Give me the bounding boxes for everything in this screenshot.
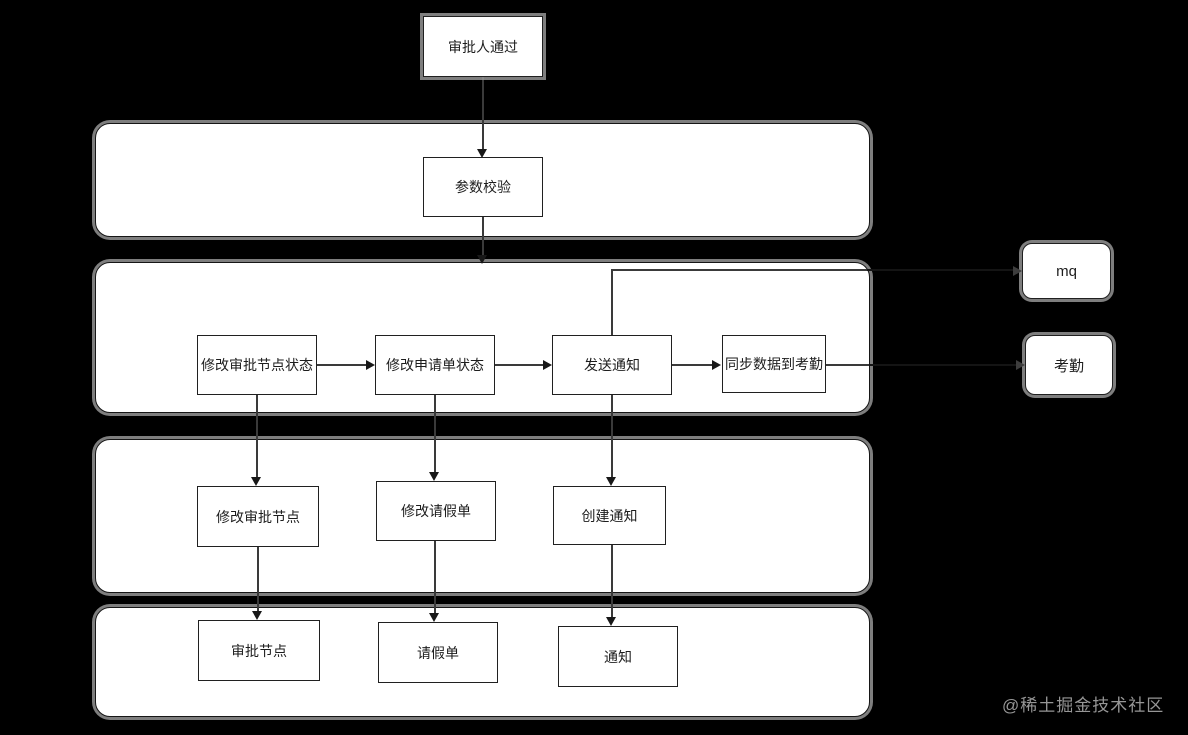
arrowhead-down-icon [606,617,616,626]
connector-sync-to-edge [826,364,869,366]
arrowhead-right-icon [543,360,552,370]
arrowhead-right-icon [1013,266,1022,276]
arrowhead-down-icon [252,611,262,620]
node-modify-leave-form: 修改请假单 [376,481,496,541]
node-create-notification: 创建通知 [553,486,666,545]
node-modify-approval-node: 修改审批节点 [197,486,319,547]
arrowhead-right-icon [712,360,721,370]
connector-start-to-paramcheck [482,77,484,150]
connector-status-to-requeststatus [317,364,368,366]
connector-modifyleave-to-leaveform [434,541,436,614]
node-mq: mq [1022,243,1111,299]
connector-send-to-sync [672,364,714,366]
connector-edge-to-attendance [869,364,1016,366]
connector-send-up [611,270,613,335]
node-send-notification: 发送通知 [552,335,672,395]
node-leave-form: 请假单 [378,622,498,683]
connector-paramcheck-to-lane2 [482,217,484,256]
node-approver-pass: 审批人通过 [423,16,543,77]
node-param-check: 参数校验 [423,157,543,217]
node-attendance: 考勤 [1025,335,1113,395]
arrowhead-right-icon [366,360,375,370]
arrowhead-down-icon [429,472,439,481]
connector-status-to-modifynode [256,395,258,478]
watermark-text: @稀土掘金技术社区 [1002,696,1165,715]
connector-edge-to-mq [867,269,1013,271]
arrowhead-down-icon [477,255,487,264]
node-approval-node: 审批节点 [198,620,320,681]
connector-send-to-edge [611,269,867,271]
connector-requeststatus-to-send [495,364,545,366]
node-sync-to-attendance: 同步数据到考勤 [722,335,826,393]
arrowhead-down-icon [251,477,261,486]
arrowhead-down-icon [606,477,616,486]
connector-send-to-createnotice [611,395,613,478]
node-update-request-form-status: 修改申请单状态 [375,335,495,395]
node-notification: 通知 [558,626,678,687]
connector-requeststatus-to-modifyleave [434,395,436,473]
connector-modifynode-to-approvalnode [257,547,259,612]
node-update-approval-node-status: 修改审批节点状态 [197,335,317,395]
arrowhead-down-icon [429,613,439,622]
arrowhead-right-icon [1016,360,1025,370]
connector-createnotice-to-notification [611,545,613,618]
arrowhead-down-icon [477,149,487,158]
